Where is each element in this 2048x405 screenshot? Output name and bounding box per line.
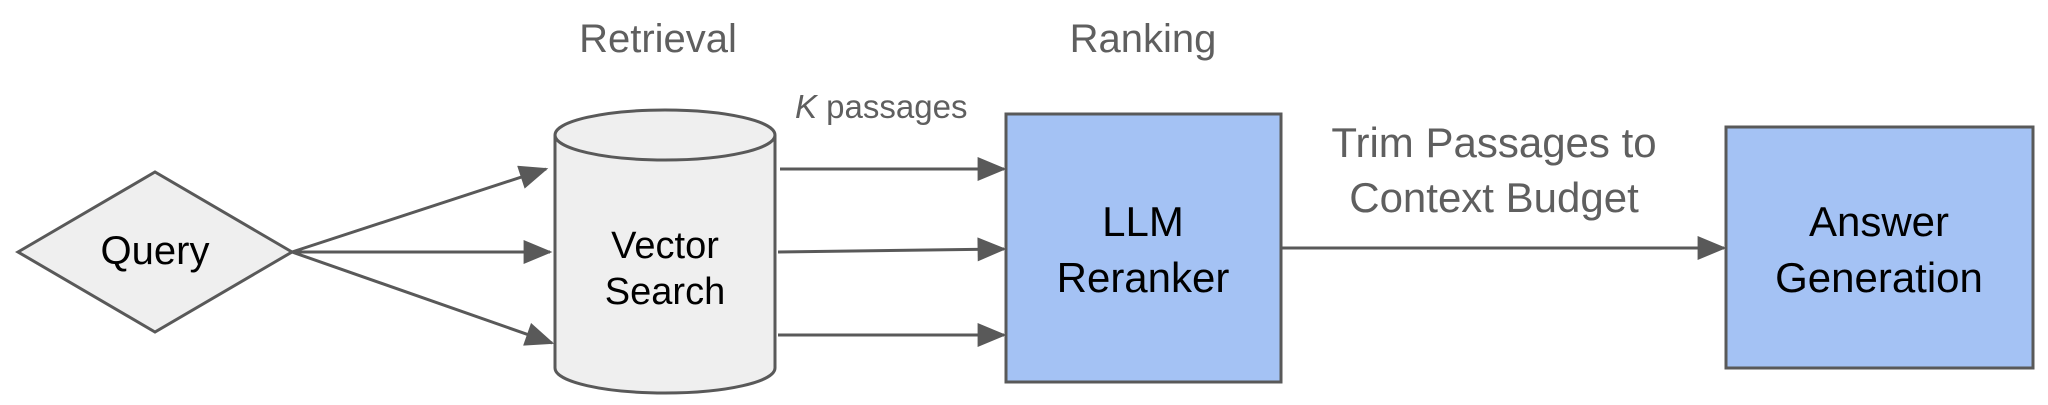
vector-search-cylinder-top xyxy=(553,108,777,162)
section-ranking-label: Ranking xyxy=(1070,17,1217,61)
answer-generation-node: Answer Generation xyxy=(1724,125,2035,370)
llm-reranker-node: LLM Reranker xyxy=(1004,112,1283,384)
passages-text: passages xyxy=(817,88,967,125)
query-node: Query xyxy=(15,170,295,334)
trim-label-line1: Trim Passages to xyxy=(1331,119,1656,166)
arrow-query-to-search-top xyxy=(291,165,549,254)
vector-search-cylinder-body xyxy=(553,135,777,395)
llm-reranker-label-line2: Reranker xyxy=(1057,254,1230,301)
query-label: Query xyxy=(101,229,210,273)
vector-search-label-line1: Vector xyxy=(611,225,719,267)
section-retrieval-label: Retrieval xyxy=(579,17,737,61)
answer-generation-box xyxy=(1724,125,2035,370)
answer-generation-label-line1: Answer xyxy=(1809,198,1949,245)
vector-search-node: Vector Search xyxy=(553,108,777,395)
llm-reranker-label-line1: LLM xyxy=(1102,198,1184,245)
trim-label-line2: Context Budget xyxy=(1349,174,1639,221)
answer-generation-label-line2: Generation xyxy=(1775,254,1983,301)
k-variable: K xyxy=(795,88,819,125)
arrow-search-to-reranker-middle xyxy=(777,237,1007,262)
arrow-query-to-search-bottom xyxy=(291,250,555,346)
llm-reranker-box xyxy=(1004,112,1283,384)
vector-search-label-line2: Search xyxy=(605,271,725,313)
k-passages-label: K passages xyxy=(795,88,967,125)
